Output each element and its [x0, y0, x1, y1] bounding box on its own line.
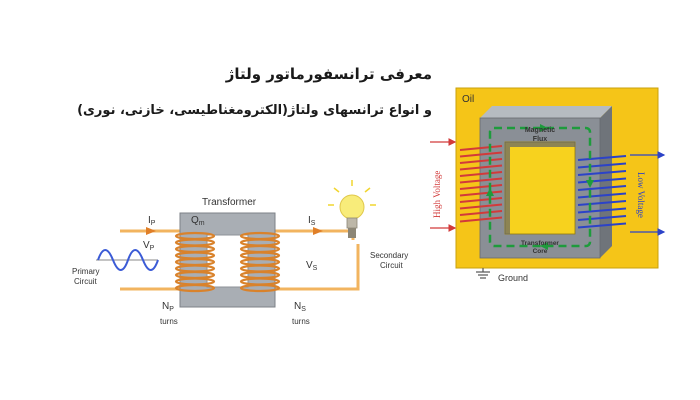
flux-arrow-icons [486, 124, 594, 250]
low-voltage-label: Low Voltage [636, 172, 646, 218]
core-label-1: Transformer [521, 240, 559, 247]
winding-turn [459, 216, 503, 223]
winding-turn [459, 197, 503, 203]
transformer-label: Transformer [202, 197, 257, 208]
secondary-circuit-label-1: Secondary [370, 251, 408, 260]
winding-turn [459, 177, 503, 184]
ac-source-icon [96, 249, 159, 271]
ip-arrow-icon [146, 227, 156, 235]
vp-label: VP [143, 240, 155, 252]
coil-turn [239, 283, 281, 293]
transformer-core [479, 106, 612, 259]
winding-turn [459, 184, 503, 190]
primary-circuit-label-2: Circuit [74, 277, 97, 286]
winding-turn [577, 170, 627, 176]
winding-turn [459, 210, 503, 216]
is-label: IS [308, 215, 316, 227]
winding-turn [459, 164, 503, 171]
page-subtitle: و انواع ترانسهای ولتاژ(الکترومغناطیسی، خ… [77, 103, 432, 118]
winding-turn [577, 207, 627, 214]
winding-turn [577, 162, 627, 169]
primary-coil [174, 231, 216, 293]
winding-turn [577, 185, 627, 191]
winding-turn [459, 203, 503, 210]
magnetic-flux-label-2: Flux [533, 136, 547, 143]
winding-turn [459, 145, 503, 151]
winding-turn [577, 215, 627, 221]
winding-turn [577, 200, 627, 206]
oil-label: Oil [462, 94, 474, 105]
high-voltage-label: High Voltage [432, 171, 442, 218]
ip-label: IP [148, 215, 156, 227]
winding-turn [577, 155, 627, 161]
ns-turns-label: turns [292, 317, 310, 326]
low-voltage-arrows [630, 151, 666, 236]
winding-turn [577, 222, 627, 229]
secondary-coil [239, 231, 281, 293]
ns-label: NS [294, 301, 306, 313]
winding-turn [459, 190, 503, 197]
winding-turn [577, 177, 627, 184]
page-title: معرفی ترانسفورماتور ولتاژ [225, 65, 432, 83]
np-turns-label: turns [160, 317, 178, 326]
secondary-winding [577, 155, 627, 229]
secondary-circuit-label-2: Circuit [380, 261, 403, 270]
qm-label: Qm [191, 215, 205, 227]
high-voltage-arrows [430, 138, 457, 232]
ground-label: Ground [498, 273, 528, 283]
primary-winding [459, 145, 503, 223]
ground-icon [476, 268, 490, 279]
light-bulb-icon [328, 180, 376, 238]
core-label-2: Core [533, 248, 548, 255]
is-arrow-icon [313, 227, 323, 235]
winding-turn [577, 192, 627, 199]
vs-label: VS [306, 260, 318, 272]
winding-turn [459, 151, 503, 158]
coil-turn [174, 283, 216, 293]
primary-circuit-label-1: Primary [72, 267, 100, 276]
magnetic-flux-label-1: Magnetic [525, 127, 555, 134]
winding-turn [459, 158, 503, 164]
title-block: معرفی ترانسفورماتور ولتاژ و انواع ترانسه… [40, 62, 432, 122]
np-label: NP [162, 301, 174, 313]
winding-turn [459, 171, 503, 177]
